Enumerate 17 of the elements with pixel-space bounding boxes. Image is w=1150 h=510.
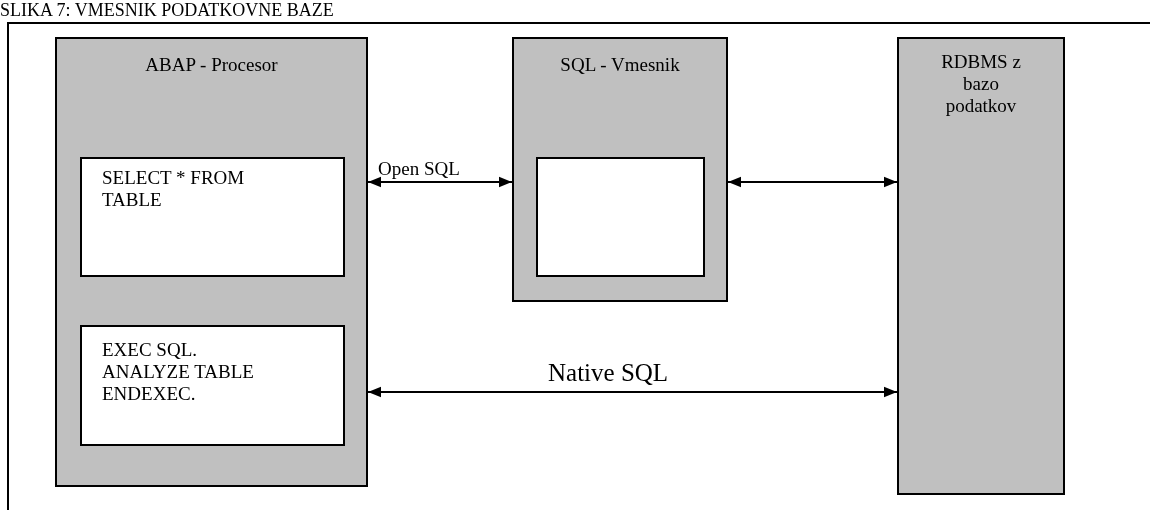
code-text: EXEC SQL. ANALYZE TABLE ENDEXEC. — [102, 339, 255, 405]
double-arrow — [367, 176, 513, 188]
component-panel — [512, 37, 728, 302]
empty-box — [536, 157, 705, 277]
panel-title: RDBMS z bazo podatkov — [940, 51, 1022, 117]
panel-title: SQL - Vmesnik — [560, 53, 680, 77]
panel-title: ABAP - Procesor — [145, 53, 278, 77]
code-text: SELECT * FROM TABLE — [102, 167, 246, 211]
component-panel — [897, 37, 1065, 495]
component-panel — [55, 37, 368, 487]
double-arrow — [367, 386, 898, 398]
figure-title: SLIKA 7: VMESNIK PODATKOVNE BAZE — [0, 0, 334, 20]
edge-label: Open SQL — [378, 157, 460, 181]
code-box — [80, 157, 345, 277]
edge-label: Native SQL — [548, 358, 669, 388]
code-box — [80, 325, 345, 446]
double-arrow — [727, 176, 898, 188]
